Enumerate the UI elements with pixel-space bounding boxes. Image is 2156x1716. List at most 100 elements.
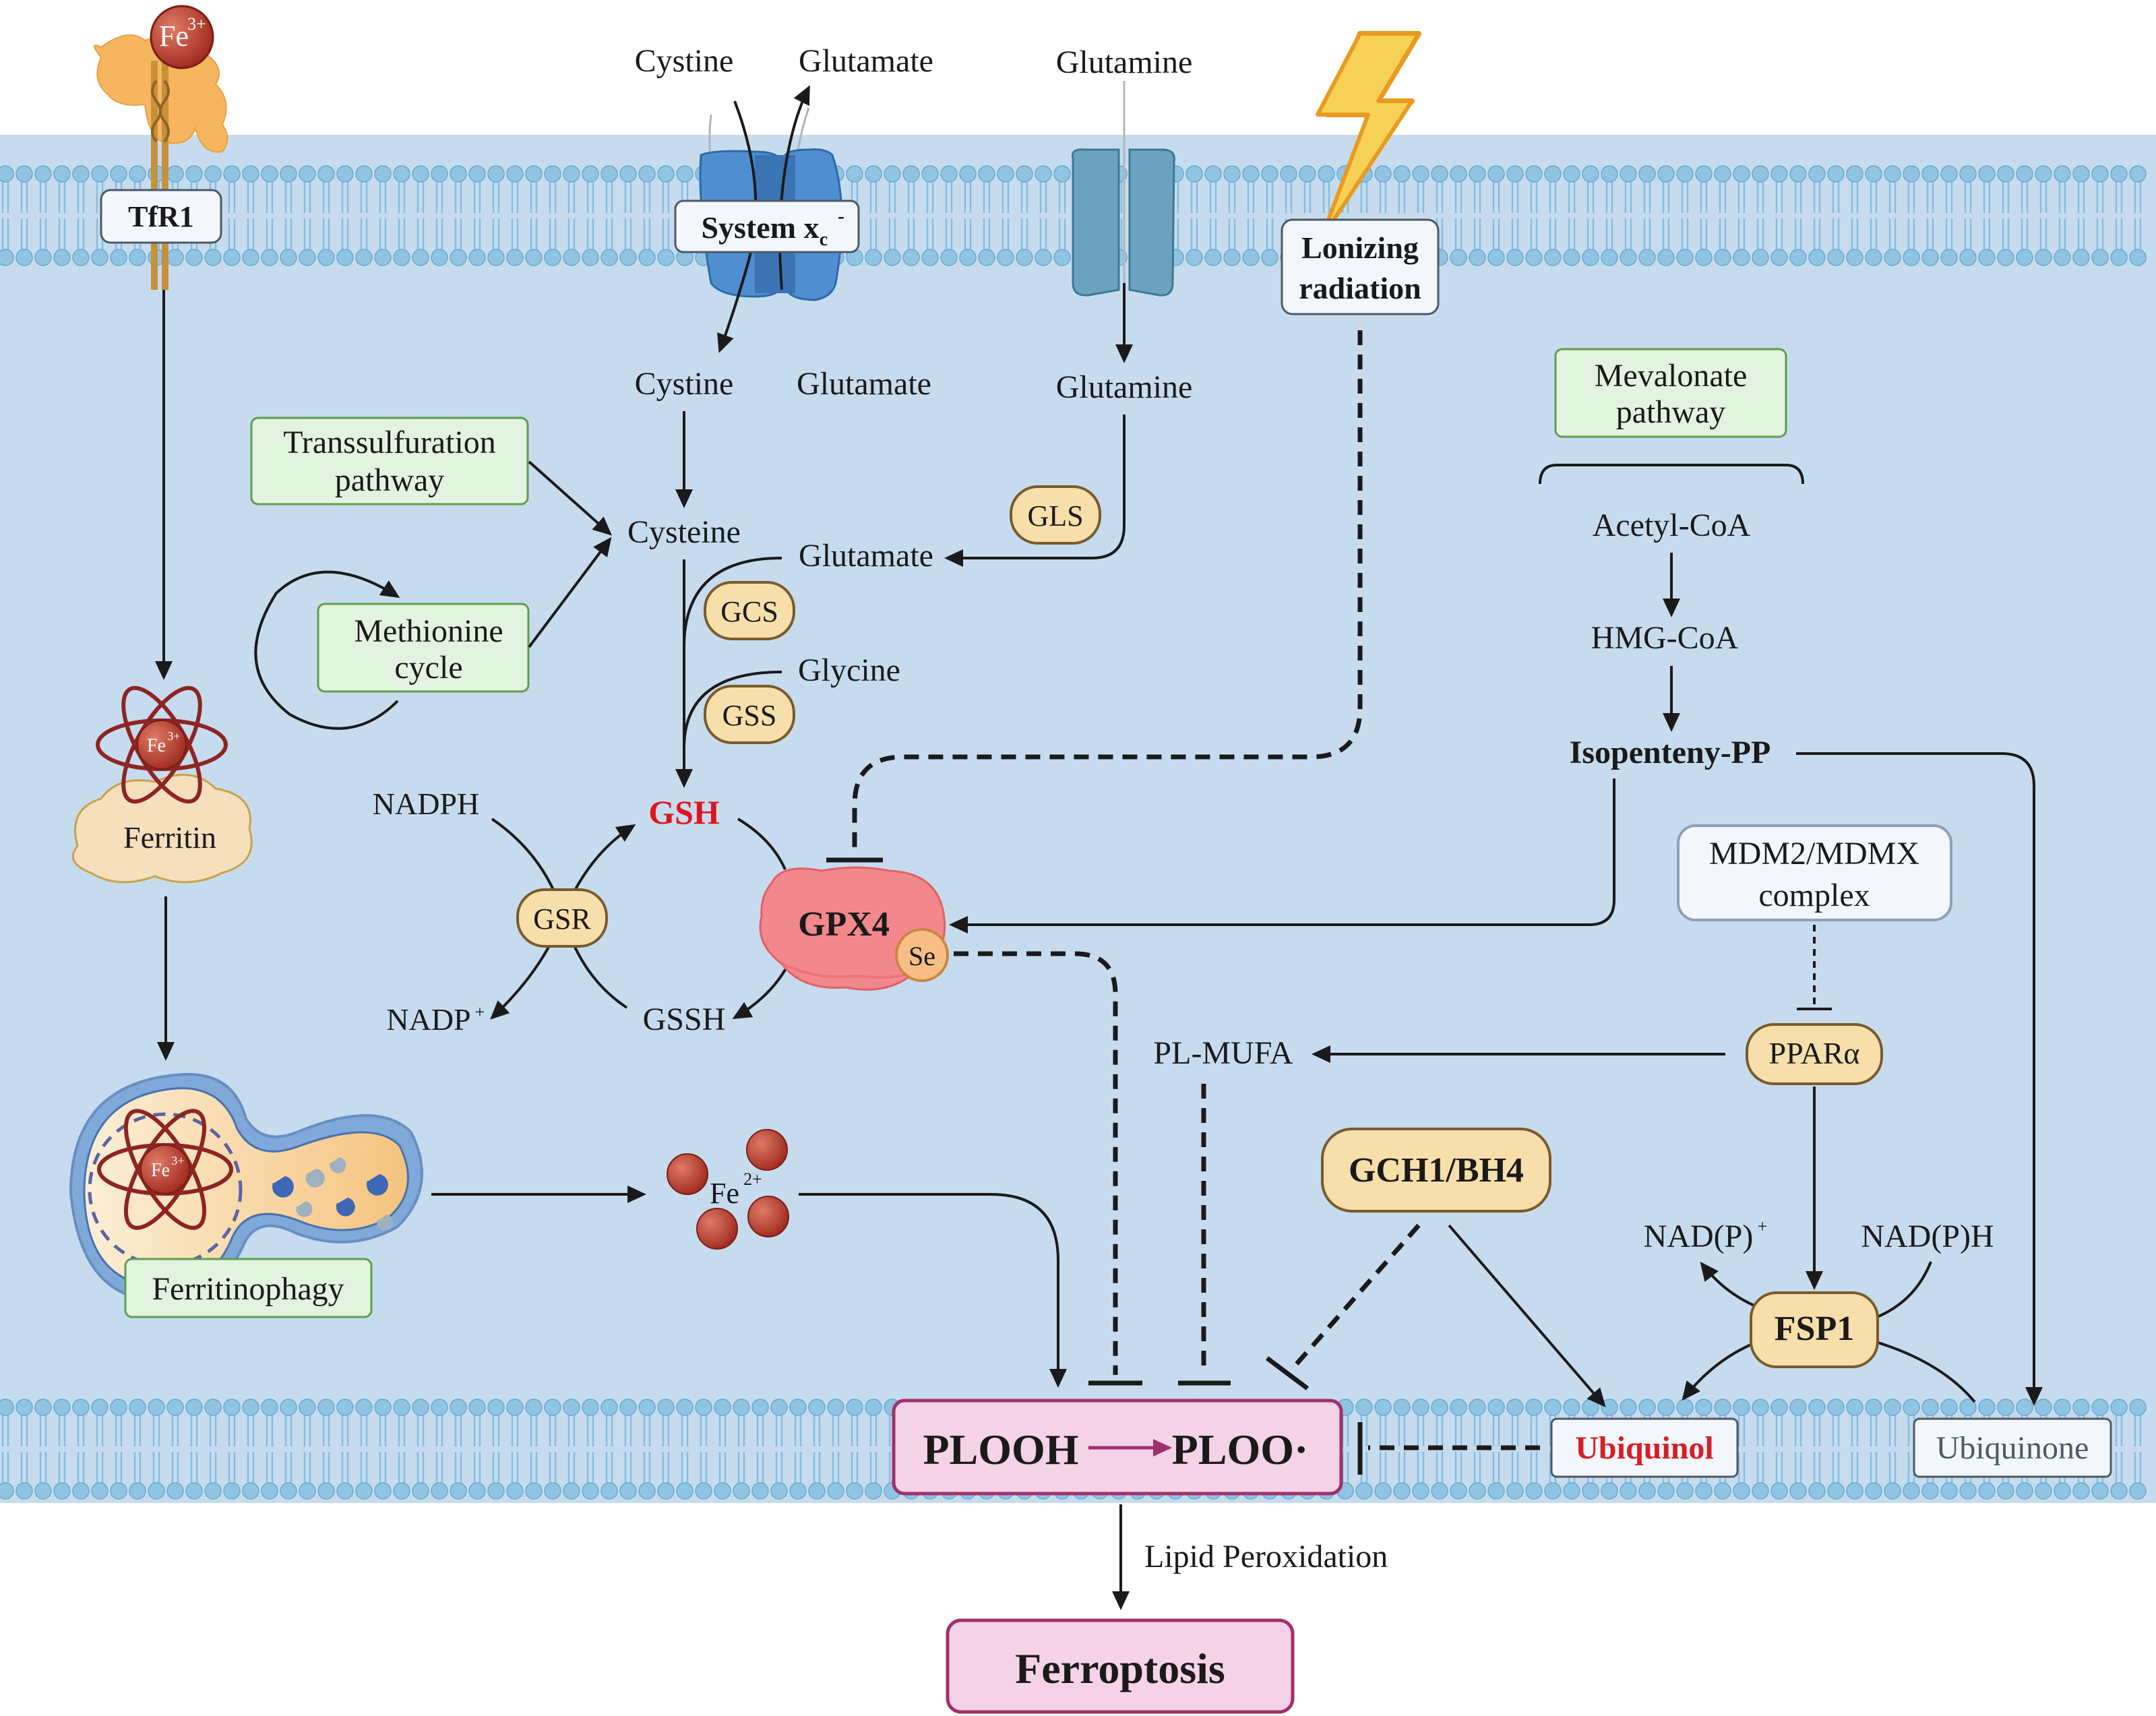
ionizing-radiation-box: Lonizing radiation <box>1281 218 1440 315</box>
ubiquinol-label: Ubiquinol <box>1575 1430 1713 1466</box>
gsh-to-gpx4-arc <box>737 818 787 870</box>
system-xc-subscript: c <box>820 229 828 250</box>
ferroptosis-label: Ferroptosis <box>1015 1645 1225 1692</box>
transsulfuration-box: Transsulfuration pathway <box>250 417 529 505</box>
gpx4-protein: GPX4 Se <box>759 866 949 991</box>
gls-label: GLS <box>1027 499 1083 532</box>
methionine-cycle-loop <box>254 570 400 730</box>
methionine-line1: Methionine <box>354 613 503 649</box>
fsp1-arc-from-ubiquinone <box>1873 1340 1976 1403</box>
ferritin-fe-superscript: 3+ <box>167 729 180 743</box>
isopenteny-pp-label: Isopenteny-PP <box>1570 735 1771 770</box>
tfr1-label: TfR1 <box>128 200 194 233</box>
gch1-label: GCH1/BH4 <box>1349 1151 1524 1190</box>
intracellular-glutamate-out-label: Glutamate <box>797 366 931 402</box>
merge-glutamate-into-gsh <box>683 557 782 648</box>
gsr-label: GSR <box>533 902 591 936</box>
gsh-label: GSH <box>648 793 720 831</box>
gss-enzyme: GSS <box>704 685 795 744</box>
inhibit-gpx4-to-ploo <box>954 951 1118 1375</box>
fe3-label: Fe <box>159 20 189 53</box>
fe3-ion-extracellular: Fe 3+ <box>150 5 214 69</box>
nadp-label: NADP <box>386 1002 470 1037</box>
fe2-ions: Fe 2+ <box>667 1129 789 1250</box>
gls-enzyme: GLS <box>1010 485 1101 545</box>
transsulfuration-line2: pathway <box>335 462 445 498</box>
lysosome: Fe 3+ <box>69 1072 423 1303</box>
lipid-peroxidation-label: Lipid Peroxidation <box>1144 1539 1388 1574</box>
mdm2-line1: MDM2/MDMX <box>1709 836 1919 871</box>
ubiquinone-label: Ubiquinone <box>1936 1430 2089 1466</box>
ferritinophagy-label: Ferritinophagy <box>152 1271 344 1307</box>
arrow-isopenteny-to-gpx4 <box>949 778 1615 933</box>
se-label: Se <box>908 941 935 971</box>
arrow-gch1-to-ubiquinol <box>1448 1224 1606 1408</box>
extracellular-cystine-label: Cystine <box>635 43 734 79</box>
mevalonate-box: Mevalonate pathway <box>1554 348 1787 438</box>
merge-glycine-into-gsh <box>683 671 782 749</box>
ferritin-label: Ferritin <box>123 820 216 855</box>
gsr-enzyme: GSR <box>516 888 608 948</box>
extracellular-glutamate-label: Glutamate <box>799 43 933 79</box>
arrow-transsulfuration-to-cysteine <box>528 460 612 536</box>
mdm2-mdmx-complex-box: MDM2/MDMX complex <box>1677 824 1952 921</box>
ionizing-radiation-line1: Lonizing <box>1301 231 1419 265</box>
gss-label: GSS <box>722 699 777 732</box>
lysosome-fe-superscript: 3+ <box>171 1154 184 1167</box>
gch1-bh4-enzyme: GCH1/BH4 <box>1321 1128 1551 1213</box>
nadp-superscript: + <box>475 1002 485 1022</box>
intracellular-glutamine-label: Glutamine <box>1056 369 1193 405</box>
gpx4-label: GPX4 <box>798 905 890 944</box>
methionine-line2: cycle <box>394 650 462 685</box>
nadp-plus-label: NAD(P) <box>1644 1219 1754 1254</box>
fe2-superscript: 2+ <box>743 1169 762 1189</box>
extracellular-glutamine-label: Glutamine <box>1056 44 1193 80</box>
transsulfuration-line1: Transsulfuration <box>283 425 496 460</box>
gcs-label: GCS <box>720 595 778 628</box>
nadph-label: NADPH <box>373 787 479 821</box>
fe2-label: Fe <box>710 1177 739 1210</box>
ppara-enzyme: PPARα <box>1746 1023 1883 1085</box>
arrow-glutamine-to-glutamate <box>944 415 1126 567</box>
nadp-plus-superscript: + <box>1758 1217 1768 1236</box>
inhibit-bar-gch1 <box>1265 1356 1310 1390</box>
arrow-methionine-to-cysteine <box>528 537 612 648</box>
glutamate-label: Glutamate <box>799 538 933 574</box>
plooh-ploo-box: PLOOH PLOO· <box>892 1399 1343 1496</box>
mevalonate-bracket <box>1539 464 1804 485</box>
system-xc-label: System x <box>701 210 819 245</box>
nadph2-label: NAD(P)H <box>1861 1219 1994 1254</box>
system-xc-label-box: System x c - <box>674 200 860 253</box>
ubiquinone-box: Ubiquinone <box>1913 1417 2112 1478</box>
mevalonate-line1: Mevalonate <box>1595 358 1748 394</box>
pl-mufa-label: PL-MUFA <box>1153 1035 1293 1071</box>
methionine-cycle-box: Methionine cycle <box>317 603 530 693</box>
fe3-superscript: 3+ <box>187 14 206 34</box>
fsp1-arc-to-nadp <box>1700 1261 1760 1309</box>
acetyl-coa-label: Acetyl-CoA <box>1593 508 1751 543</box>
system-xc-superscript: - <box>838 205 844 227</box>
fsp1-arc-to-ubiquinol <box>1682 1340 1760 1401</box>
cysteine-label: Cysteine <box>627 514 741 550</box>
arrow-cystine-in <box>717 100 758 353</box>
inhibit-radiation-to-gpx4 <box>852 330 1363 853</box>
arrow-isopenteny-to-ubiquinone <box>1796 752 2043 1406</box>
hmg-coa-label: HMG-CoA <box>1591 620 1739 656</box>
plooh-label: PLOOH <box>923 1426 1078 1473</box>
ferritin: Fe 3+ Ferritin <box>71 685 253 884</box>
ploo-label: PLOO· <box>1172 1426 1309 1473</box>
ferroptosis-box: Ferroptosis <box>946 1618 1295 1714</box>
inhibit-gch1-to-ploo <box>1292 1223 1421 1369</box>
gssh-label: GSSH <box>643 1002 726 1037</box>
ferritinophagy-box: Ferritinophagy <box>124 1258 373 1318</box>
mdm2-line2: complex <box>1758 878 1870 913</box>
glycine-label: Glycine <box>798 652 900 688</box>
ppara-label: PPARα <box>1769 1036 1860 1070</box>
arrow-fe2-to-plooh <box>799 1193 1067 1388</box>
fsp1-label: FSP1 <box>1775 1310 1854 1348</box>
gcs-enzyme: GCS <box>704 581 795 640</box>
lightning-icon <box>1316 31 1421 241</box>
ionizing-radiation-line2: radiation <box>1299 271 1421 305</box>
bottom-membrane <box>0 1399 2147 1500</box>
